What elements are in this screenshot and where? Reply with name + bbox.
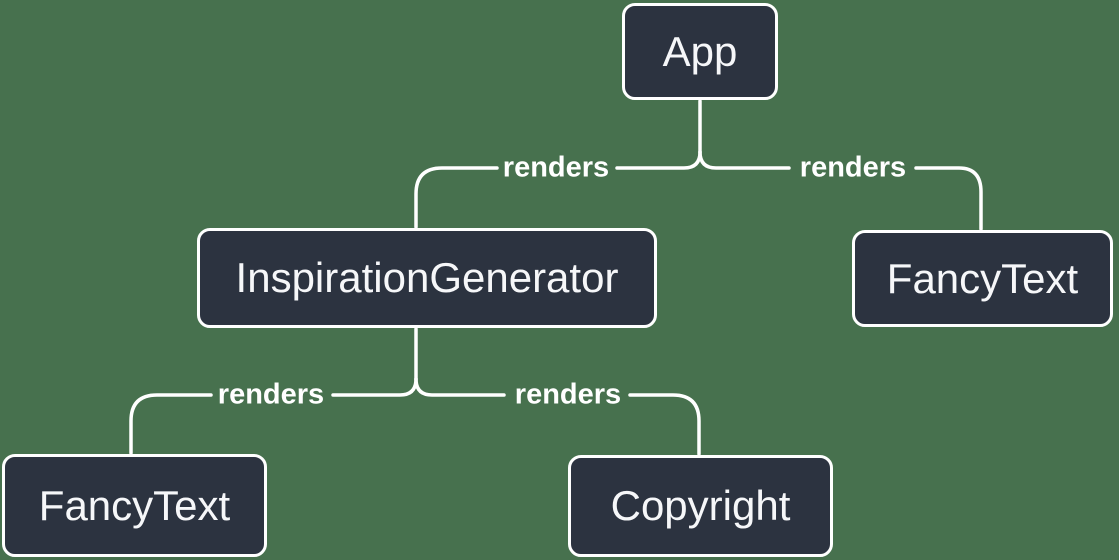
edge-label-renders-ig-left: renders <box>217 378 325 411</box>
edge-inspiration-generator-split-right <box>414 377 506 397</box>
edge-to-inspiration-generator <box>414 166 499 229</box>
edge-app-split-left <box>615 150 702 170</box>
edge-label-renders-app-right: renders <box>799 151 907 184</box>
edge-label-renders-app-left: renders <box>502 151 610 184</box>
node-copyright: Copyright <box>568 455 833 557</box>
edge-to-copyright <box>628 393 701 456</box>
edge-app-split-right <box>698 150 791 170</box>
edge-to-fancy-text-top <box>914 166 983 231</box>
edge-to-fancy-text-bottom <box>129 393 213 455</box>
node-fancy-text-top: FancyText <box>852 230 1113 327</box>
edge-label-renders-ig-right: renders <box>514 378 622 411</box>
node-app: App <box>622 3 778 100</box>
node-fancy-text-bottom: FancyText <box>2 454 267 557</box>
node-inspiration-generator: InspirationGenerator <box>197 228 657 328</box>
edge-inspiration-generator-split-left <box>331 377 418 397</box>
